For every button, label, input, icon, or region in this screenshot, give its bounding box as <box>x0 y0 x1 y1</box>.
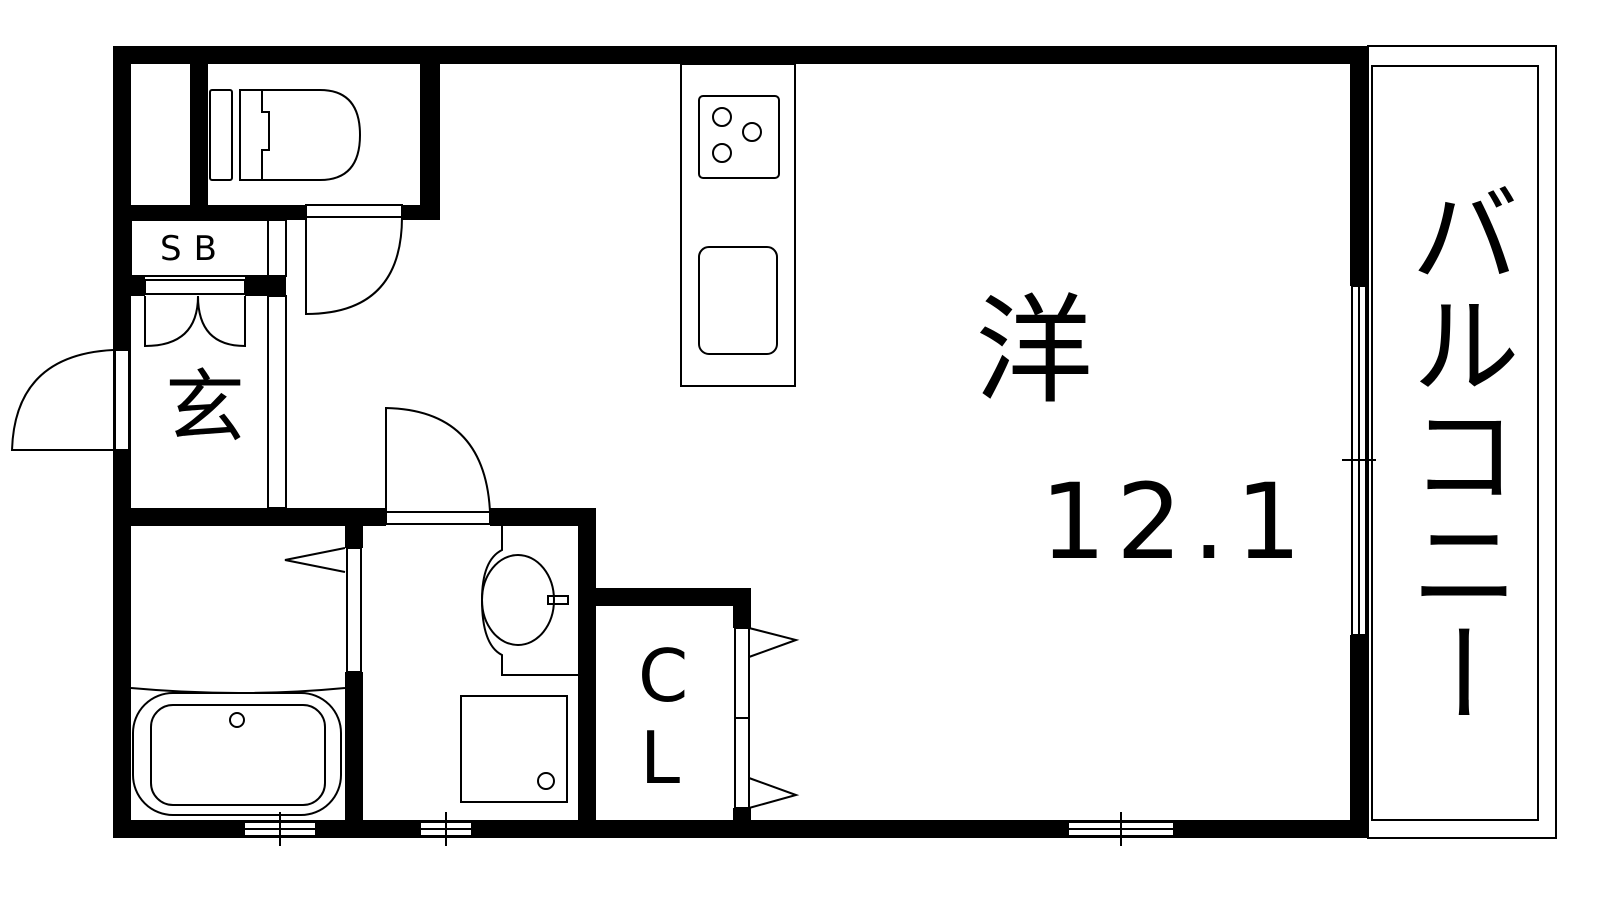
toilet-door <box>305 204 403 316</box>
closet-doors <box>733 627 800 820</box>
closet-label-l: L <box>640 716 681 800</box>
closet-label-c: C <box>638 634 689 718</box>
bathtub-icon <box>130 547 362 816</box>
washbasin-icon <box>480 526 578 676</box>
entrance-door <box>10 349 130 451</box>
toilet-icon <box>209 89 362 181</box>
washroom-door <box>385 406 491 525</box>
shoe-box-label: SB <box>160 229 229 269</box>
balcony-label: バルコニー <box>1391 178 1519 728</box>
balcony-outline <box>1367 45 1557 839</box>
kitchen-counter <box>680 63 796 387</box>
entrance-partition <box>267 219 287 509</box>
balcony-window <box>1342 285 1376 636</box>
shoe-box-doors <box>144 279 246 348</box>
washing-machine-icon <box>460 695 568 803</box>
bottom-windows <box>243 812 1175 846</box>
western-room-size: 12.1 <box>1040 461 1312 583</box>
entrance-label: 玄 <box>165 361 245 454</box>
western-room-label: 洋 <box>975 282 1094 420</box>
